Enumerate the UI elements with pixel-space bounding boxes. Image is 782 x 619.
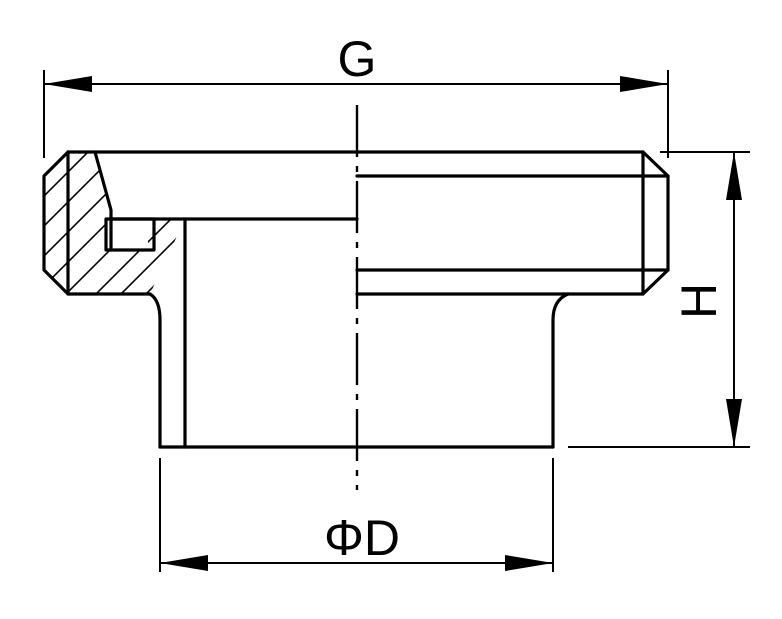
- fitting-part: [42, 150, 670, 449]
- dimension-g-label: G: [338, 31, 377, 87]
- section-inner-profile: [93, 150, 359, 221]
- tube-left-wall: [148, 292, 162, 449]
- dimension-g-arrow-right: [620, 76, 668, 92]
- dimension-g-arrow-left: [44, 76, 92, 92]
- dimension-d: ΦD: [159, 458, 554, 572]
- flange-outline: [42, 150, 670, 296]
- seal-groove: [104, 217, 156, 252]
- dimension-h-arrow-top: [726, 152, 742, 200]
- dimension-g: G: [43, 31, 669, 158]
- dimension-d-arrow-right: [505, 555, 553, 571]
- dimension-h-label: H: [671, 283, 727, 319]
- dimension-d-label: ΦD: [324, 510, 400, 566]
- dimension-d-arrow-left: [160, 555, 208, 571]
- dimension-h-arrow-bottom: [726, 399, 742, 447]
- dimension-h: H: [568, 151, 750, 448]
- tube-right-wall: [551, 292, 570, 449]
